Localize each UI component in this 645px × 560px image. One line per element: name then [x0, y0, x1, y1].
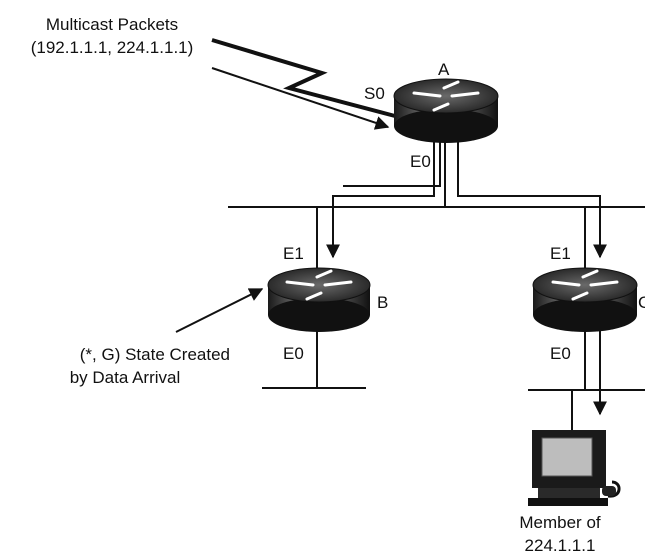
state-annotation-line2: by Data Arrival: [69, 368, 181, 387]
router-b-e0-label: E0: [283, 344, 304, 363]
serial-link: [211, 38, 396, 118]
workstation-icon: [528, 430, 621, 506]
packet-title-line1: Multicast Packets: [45, 15, 179, 34]
member-label-line1: Member of: [519, 513, 601, 532]
router-c-e1-label: E1: [550, 244, 571, 263]
incoming-packet-arrow: [211, 67, 390, 130]
router-b-icon: [267, 267, 371, 332]
router-b-label: B: [377, 293, 389, 312]
router-b-e1-label: E1: [283, 244, 304, 263]
router-a-icon: [393, 78, 499, 143]
router-a-e0-label: E0: [410, 152, 431, 171]
state-annotation-line1: (*, G) State Created: [79, 345, 230, 364]
state-annotation-arrow: [175, 288, 264, 333]
router-a-s0-label: S0: [364, 84, 385, 103]
router-c-icon: [532, 267, 638, 332]
router-a-label: A: [438, 60, 450, 79]
packet-title-line2: (192.1.1.1, 224.1.1.1): [30, 38, 194, 57]
forwarding-path: [332, 140, 601, 252]
router-c-label: C: [638, 293, 645, 312]
member-label-line2: 224.1.1.1: [524, 536, 596, 555]
router-c-e0-label: E0: [550, 344, 571, 363]
